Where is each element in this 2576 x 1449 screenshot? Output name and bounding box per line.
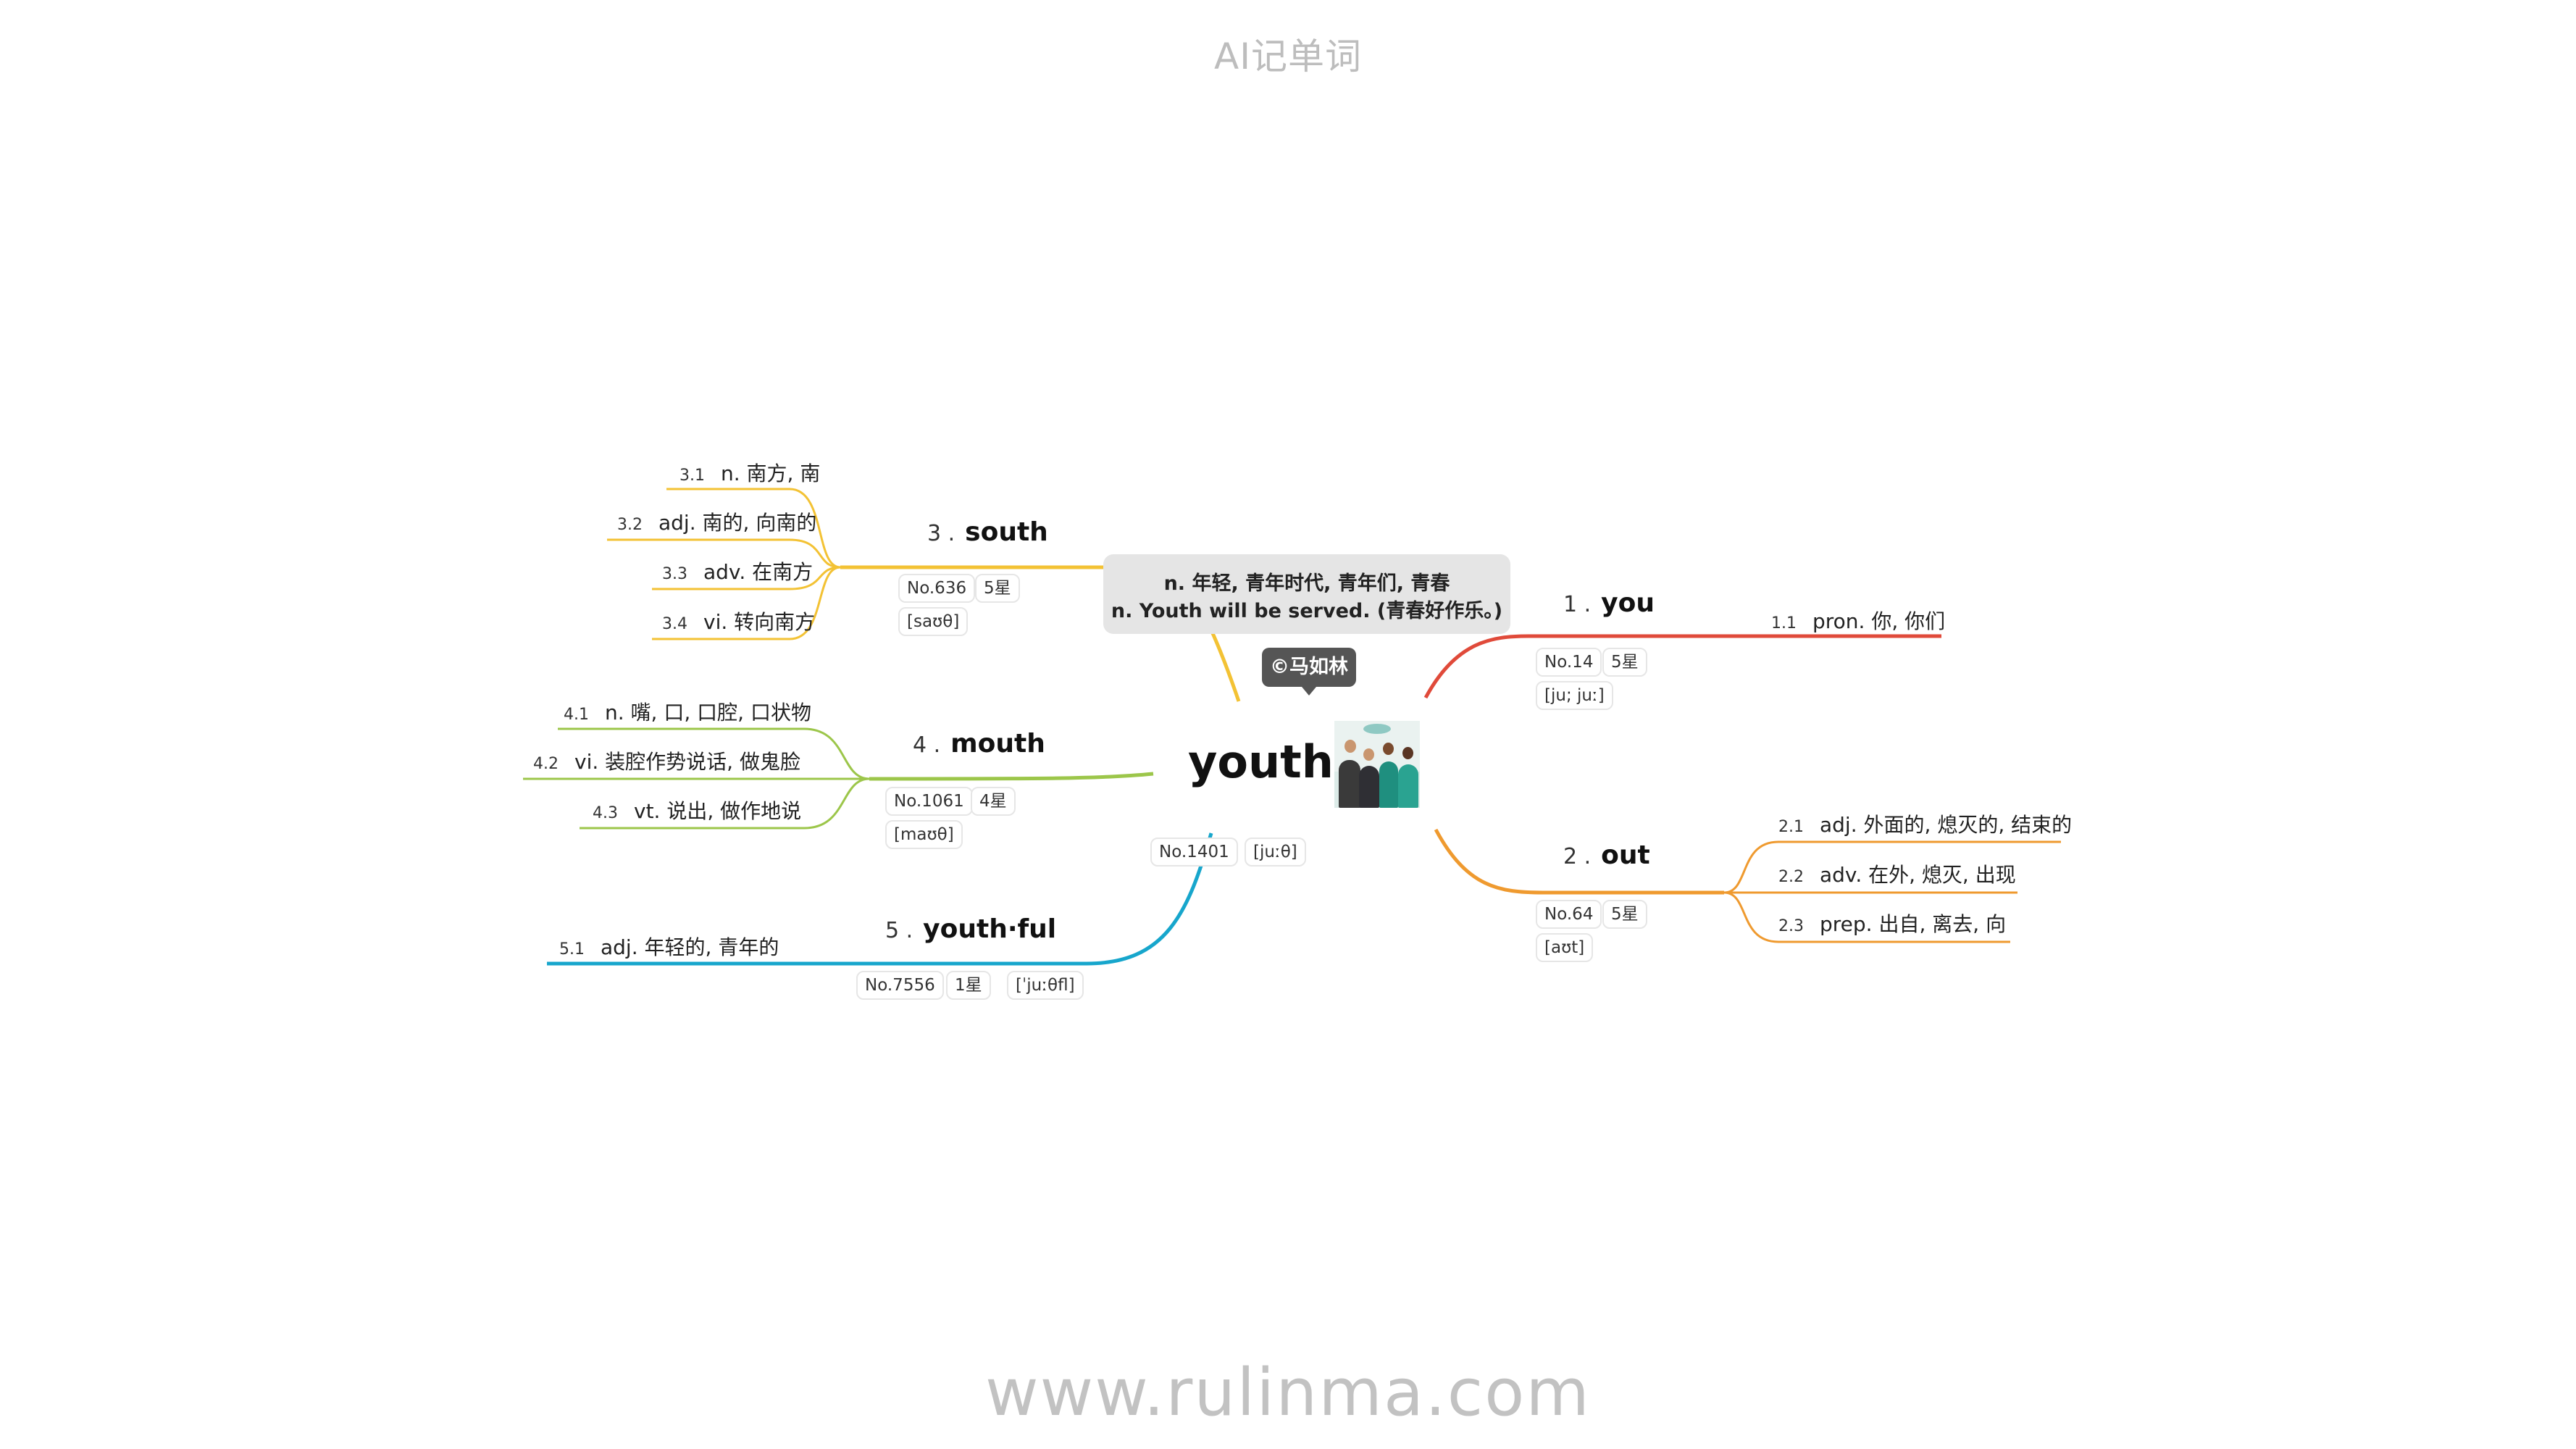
branch-word: mouth — [950, 729, 1045, 759]
branch-south-phonetic-tag: [saʊθ] — [898, 607, 969, 636]
connector-out-sense-1 — [1723, 840, 2061, 894]
sense-text: adv. 在南方 — [703, 560, 814, 584]
sense-item: 2.3 prep. 出自, 离去, 向 — [1778, 909, 2006, 938]
branch-youthful-rank-tag: No.7556 — [856, 971, 944, 1000]
central-meaning: n. 年轻, 青年时代, 青年们, 青春 — [1163, 572, 1450, 595]
connector-out-main — [1434, 828, 1724, 895]
sense-number: 4.3 — [593, 804, 618, 822]
sense-text: adj. 外面的, 熄灭的, 结束的 — [1820, 813, 2073, 837]
branch-mouth-stars-tag: 4星 — [971, 787, 1016, 816]
branch-out-phonetic-tag: [aʊt] — [1536, 933, 1594, 962]
sense-text: vi. 装腔作势说话, 做鬼脸 — [574, 750, 800, 774]
sense-number: 5.1 — [559, 940, 585, 959]
sense-item: 4.2 vi. 装腔作势说话, 做鬼脸 — [533, 746, 800, 775]
sense-text: pron. 你, 你们 — [1812, 609, 1946, 633]
connector-out-sense-3 — [1723, 891, 2010, 943]
connector-south-sense-1 — [666, 488, 841, 569]
branch-mouth-title: 4 . mouth — [913, 729, 1045, 759]
sense-item: 2.2 adv. 在外, 熄灭, 出现 — [1778, 859, 2016, 888]
sense-item: 3.4 vi. 转向南方 — [662, 606, 815, 635]
sense-text: vt. 说出, 做作地说 — [634, 799, 802, 823]
sense-number: 3.1 — [679, 467, 705, 485]
connector-mouth-sense-1 — [558, 727, 870, 780]
sense-text: n. 嘴, 口, 口腔, 口状物 — [605, 701, 811, 724]
definition-callout: n. 年轻, 青年时代, 青年们, 青春 n. Youth will be se… — [1103, 554, 1510, 634]
central-rank-tag: No.1401 — [1150, 838, 1238, 867]
branch-out-stars-tag: 5星 — [1602, 900, 1647, 929]
branch-south-stars-tag: 5星 — [975, 574, 1020, 603]
sense-text: adj. 南的, 向南的 — [658, 511, 817, 535]
sense-number: 3.3 — [662, 565, 687, 583]
branch-south-title: 3 . south — [927, 517, 1048, 547]
sense-text: n. 南方, 南 — [721, 462, 821, 485]
branch-word: you — [1601, 588, 1655, 618]
sense-item: 4.1 n. 嘴, 口, 口腔, 口状物 — [564, 697, 811, 726]
central-phonetic-tag: [juːθ] — [1245, 838, 1306, 867]
branch-number: 3 . — [927, 521, 955, 546]
branch-word: youth·ful — [923, 914, 1057, 944]
logo-icon — [1363, 724, 1391, 734]
sense-item: 1.1 pron. 你, 你们 — [1771, 606, 1945, 635]
sense-item: 3.3 adv. 在南方 — [662, 556, 813, 585]
branch-you-title: 1 . you — [1563, 588, 1655, 618]
branch-number: 1 . — [1563, 592, 1592, 617]
branch-out-rank-tag: No.64 — [1536, 900, 1602, 929]
branch-you-rank-tag: No.14 — [1536, 648, 1602, 677]
branch-south-rank-tag: No.636 — [898, 574, 976, 603]
connector-south-sense-3 — [652, 566, 841, 590]
sense-item: 2.1 adj. 外面的, 熄灭的, 结束的 — [1778, 809, 2072, 838]
sense-item: 3.1 n. 南方, 南 — [679, 458, 820, 487]
branch-number: 4 . — [913, 732, 941, 758]
sense-number: 4.1 — [564, 706, 589, 724]
sense-item: 4.3 vt. 说出, 做作地说 — [593, 796, 801, 824]
footer-site-url: www.rulinma.com — [985, 1355, 1591, 1431]
sense-item: 5.1 adj. 年轻的, 青年的 — [559, 932, 779, 961]
branch-word: south — [965, 517, 1048, 547]
sense-number: 1.1 — [1771, 614, 1797, 632]
sense-text: adj. 年轻的, 青年的 — [601, 935, 779, 959]
central-example: n. Youth will be served. (青春好作乐。) — [1111, 600, 1503, 622]
sense-text: vi. 转向南方 — [703, 610, 816, 634]
copyright-badge: ©马如林 — [1262, 648, 1356, 696]
app-title: AI记单词 — [1214, 36, 1362, 78]
sense-item: 3.2 adj. 南的, 向南的 — [617, 507, 816, 536]
sense-text: prep. 出自, 离去, 向 — [1820, 912, 2007, 936]
branch-word: out — [1601, 840, 1650, 870]
branch-mouth-phonetic-tag: [maʊθ] — [885, 820, 963, 849]
branch-youthful-title: 5 . youth·ful — [885, 914, 1056, 944]
sense-number: 3.4 — [662, 615, 687, 633]
sense-number: 2.2 — [1778, 868, 1804, 886]
sense-number: 3.2 — [617, 516, 643, 534]
connector-south-sense-2 — [607, 538, 841, 569]
central-word: youth — [1188, 735, 1334, 788]
connector-south-sense-4 — [652, 566, 841, 640]
branch-youthful-stars-tag: 1星 — [946, 971, 991, 1000]
sense-text: adv. 在外, 熄灭, 出现 — [1820, 863, 2016, 887]
branch-number: 2 . — [1563, 844, 1592, 869]
branch-you-stars-tag: 5星 — [1602, 648, 1647, 677]
sense-number: 2.1 — [1778, 818, 1804, 836]
connector-mouth-main — [869, 772, 1154, 781]
central-photo — [1334, 721, 1420, 808]
branch-number: 5 . — [885, 918, 913, 943]
connector-mouth-sense-3 — [580, 777, 870, 830]
branch-youthful-phonetic-tag: [ˈjuːθfl] — [1007, 971, 1084, 1000]
branch-mouth-rank-tag: No.1061 — [885, 787, 973, 816]
branch-you-phonetic-tag: [ju; juː] — [1536, 681, 1613, 710]
sense-number: 2.3 — [1778, 917, 1804, 935]
connector-you-main — [1423, 634, 1941, 699]
branch-out-title: 2 . out — [1563, 840, 1650, 870]
sense-number: 4.2 — [533, 755, 559, 773]
